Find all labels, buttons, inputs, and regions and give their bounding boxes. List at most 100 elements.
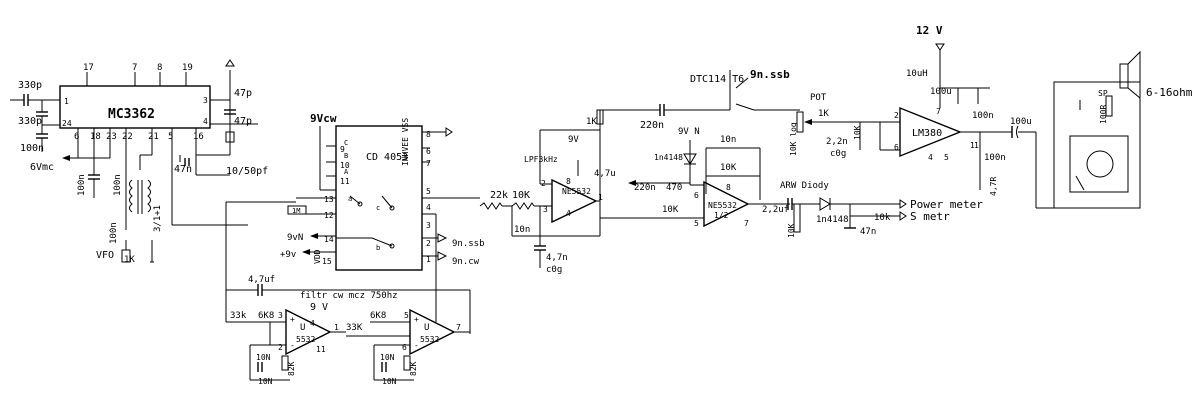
svg-text:S metr: S metr (910, 210, 950, 223)
svg-text:U: U (424, 323, 429, 333)
svg-text:1/2: 1/2 (714, 211, 729, 220)
svg-text:1: 1 (334, 323, 339, 332)
svg-text:4,7n: 4,7n (546, 253, 568, 263)
svg-text:1K: 1K (586, 117, 597, 127)
svg-text:6: 6 (74, 132, 79, 142)
svg-text:330p: 330p (18, 116, 42, 127)
svg-text:100u: 100u (930, 87, 952, 97)
svg-text:47n: 47n (860, 227, 876, 237)
svg-text:100n: 100n (984, 153, 1006, 163)
svg-text:7: 7 (426, 159, 431, 168)
svg-text:10K: 10K (787, 223, 796, 238)
svg-text:ARW Diody: ARW Diody (780, 181, 829, 191)
svg-text:9 V: 9 V (310, 302, 328, 313)
svg-text:1M: 1M (292, 207, 300, 215)
svg-text:+9v: +9v (280, 250, 296, 260)
svg-text:10K: 10K (853, 125, 862, 140)
svg-text:220n: 220n (640, 120, 664, 131)
svg-text:9n.cw: 9n.cw (452, 257, 480, 267)
svg-text:3: 3 (278, 311, 283, 320)
svg-text:1: 1 (970, 141, 975, 150)
svg-text:330p: 330p (18, 80, 42, 91)
svg-text:1n4148: 1n4148 (816, 215, 849, 225)
svg-text:100n: 100n (77, 174, 87, 196)
svg-text:12: 12 (324, 211, 334, 220)
svg-text:10N: 10N (256, 353, 271, 362)
svg-text:10n: 10n (720, 135, 736, 145)
svg-text:24: 24 (62, 119, 72, 128)
svg-text:4,7R: 4,7R (989, 177, 998, 196)
svg-text:7: 7 (936, 107, 941, 116)
svg-text:+: + (414, 315, 419, 324)
svg-text:10uH: 10uH (906, 69, 928, 79)
svg-text:14: 14 (324, 235, 334, 244)
svg-text:10k: 10k (874, 213, 891, 223)
svg-text:9n.ssb: 9n.ssb (750, 68, 790, 81)
svg-text:MC3362: MC3362 (108, 107, 155, 122)
svg-text:9V: 9V (568, 135, 579, 145)
svg-text:3: 3 (543, 205, 548, 214)
svg-text:DTC114 T6: DTC114 T6 (690, 74, 744, 85)
svg-text:13: 13 (324, 195, 334, 204)
svg-text:4: 4 (566, 209, 571, 218)
svg-text:15: 15 (322, 257, 332, 266)
svg-text:CD 4053: CD 4053 (366, 152, 408, 163)
svg-text:9n.ssb: 9n.ssb (452, 239, 485, 249)
svg-text:VDD: VDD (313, 249, 322, 264)
svg-text:11: 11 (340, 177, 350, 186)
svg-text:19: 19 (182, 63, 193, 73)
svg-text:2,2uf: 2,2uf (762, 205, 789, 215)
svg-text:8: 8 (726, 183, 731, 192)
svg-text:10N: 10N (382, 377, 397, 386)
svg-text:5: 5 (168, 132, 173, 142)
cd4053-ic: 9Vcw CD 4053 INHVEE VSS 9 10 11 13 12 14… (296, 112, 480, 322)
svg-text:8: 8 (426, 130, 431, 139)
svg-text:10K: 10K (720, 163, 737, 173)
svg-text:+: + (290, 315, 295, 324)
svg-text:10: 10 (340, 161, 350, 170)
svg-text:1K: 1K (124, 255, 135, 265)
svg-text:10K: 10K (512, 190, 530, 201)
svg-text:c0g: c0g (546, 265, 562, 275)
svg-text:82K: 82K (409, 361, 418, 376)
speaker: SP 100R 6-16ohm (1053, 50, 1193, 209)
svg-text:2: 2 (894, 111, 899, 120)
svg-text:9vN: 9vN (287, 233, 303, 243)
svg-text:1: 1 (426, 255, 431, 264)
svg-text:4: 4 (426, 203, 431, 212)
svg-text:9V N: 9V N (678, 127, 700, 137)
svg-text:5532: 5532 (296, 335, 315, 344)
lpf-stage: 22k 10K 10n 4,7n c0g NE5532 2 3 8 4 1 LP… (479, 104, 730, 275)
svg-text:4,7u: 4,7u (594, 169, 616, 179)
svg-text:SP: SP (1098, 89, 1108, 98)
svg-text:5: 5 (944, 153, 949, 162)
svg-text:33K: 33K (346, 323, 363, 333)
svg-text:10N: 10N (380, 353, 395, 362)
svg-text:10K: 10K (662, 205, 679, 215)
input-caps: 330p 330p 100n 6Vmc (10, 80, 70, 173)
svg-text:1K: 1K (818, 109, 829, 119)
svg-text:220n: 220n (634, 183, 656, 193)
svg-text:22: 22 (122, 132, 133, 142)
svg-text:100R: 100R (1099, 105, 1108, 124)
svg-text:33k: 33k (230, 311, 247, 321)
dtc-stage: DTC114 T6 9n.ssb 9V N 1n4148 220n 470 10… (600, 68, 800, 228)
svg-text:100n: 100n (109, 222, 119, 244)
svg-text:a: a (348, 195, 352, 203)
svg-text:6-16ohm: 6-16ohm (1146, 86, 1193, 99)
svg-text:9Vcw: 9Vcw (310, 112, 337, 125)
svg-text:B: B (344, 152, 348, 160)
svg-text:100n: 100n (20, 143, 44, 154)
svg-text:NE5532: NE5532 (708, 201, 737, 210)
svg-text:6K8: 6K8 (370, 311, 386, 321)
svg-text:470: 470 (666, 183, 682, 193)
svg-text:11: 11 (316, 345, 326, 354)
svg-text:VFO: VFO (96, 250, 114, 261)
svg-text:C: C (344, 139, 348, 147)
svg-text:18: 18 (90, 132, 101, 142)
svg-text:c0g: c0g (830, 149, 846, 159)
svg-text:8: 8 (157, 63, 162, 73)
arw-stage: ARW Diody 2,2uf 10K 1n4148 47n 10k Power… (762, 181, 983, 238)
svg-text:10n: 10n (514, 225, 530, 235)
